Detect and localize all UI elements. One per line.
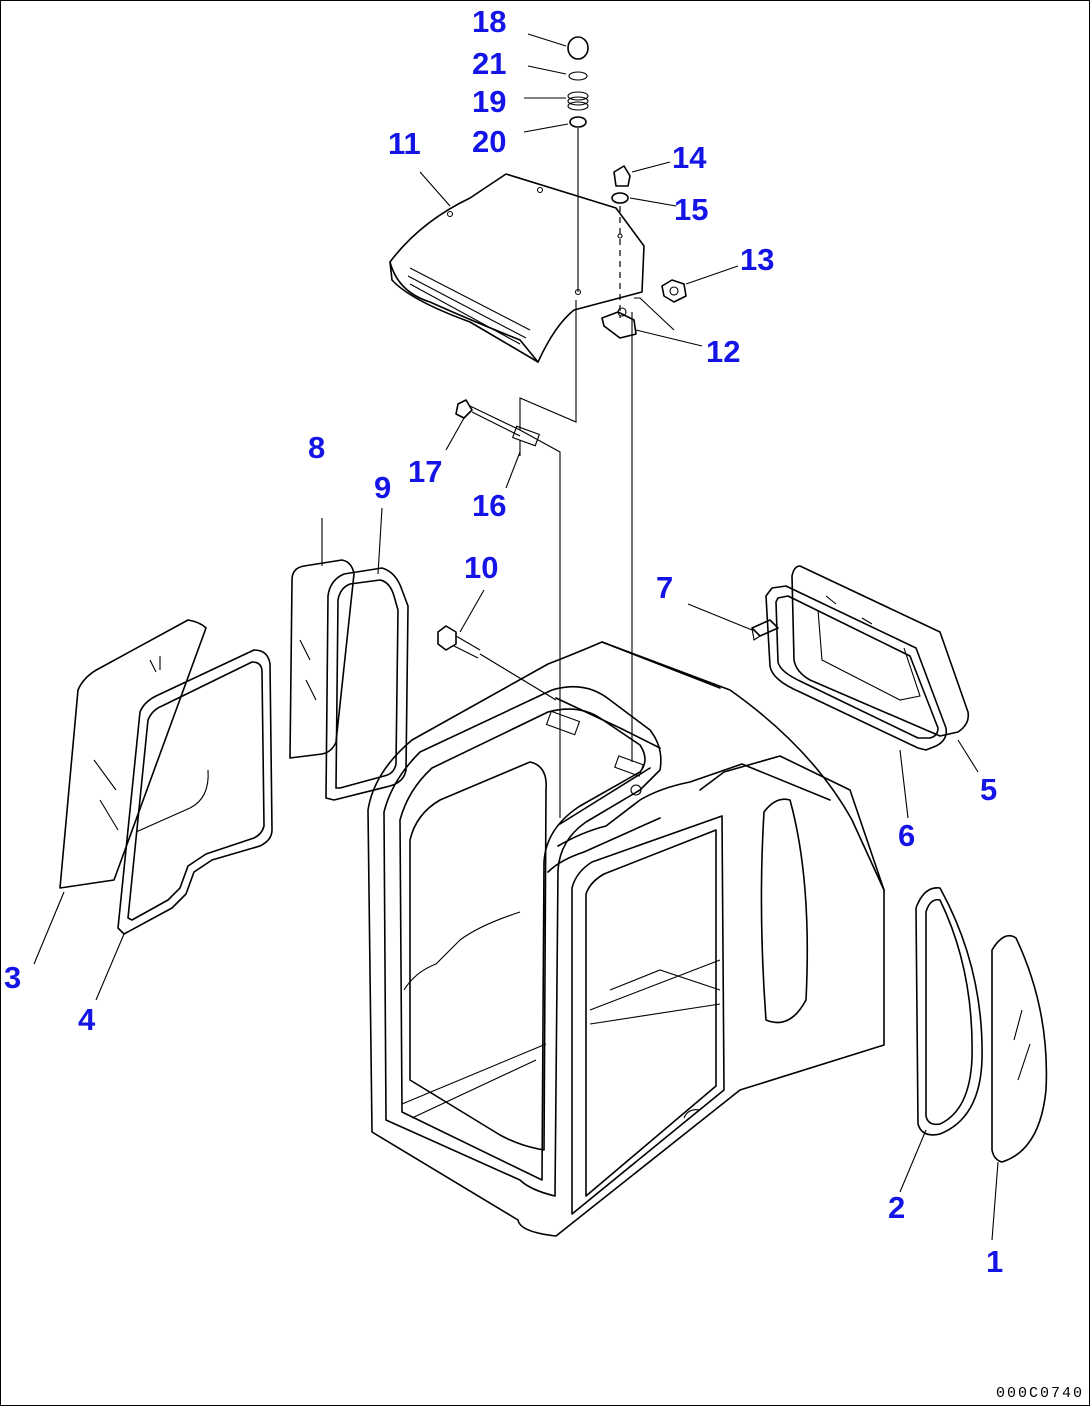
callout-15: 15 xyxy=(674,192,708,227)
callout-8: 8 xyxy=(308,430,325,465)
callout-19: 19 xyxy=(472,84,506,119)
rear-top-seal xyxy=(765,585,948,751)
callout-4: 4 xyxy=(78,1002,96,1037)
callout-10: 10 xyxy=(464,550,498,585)
callout-11: 11 xyxy=(388,126,421,161)
roof-hardware-stack xyxy=(519,36,589,818)
leader-lines xyxy=(33,33,999,1241)
small-side-seal xyxy=(325,567,409,801)
callout-16: 16 xyxy=(472,488,506,523)
lock-hardware xyxy=(601,165,687,762)
rear-side-glass xyxy=(991,934,1048,1163)
left-door-glass xyxy=(59,619,207,889)
pin-and-clip xyxy=(455,399,541,456)
bolt-10 xyxy=(437,625,557,701)
callout-17: 17 xyxy=(408,454,442,489)
rear-top-glass xyxy=(791,565,970,737)
callout-14: 14 xyxy=(672,140,707,175)
callout-18: 18 xyxy=(472,4,506,39)
roof-cover xyxy=(389,173,645,363)
small-side-glass xyxy=(289,559,355,759)
rear-side-seal xyxy=(915,887,983,1136)
callout-6: 6 xyxy=(898,818,915,853)
callout-12: 12 xyxy=(706,334,740,369)
callout-9: 9 xyxy=(374,470,391,505)
callout-5: 5 xyxy=(980,772,997,807)
window-latch xyxy=(751,619,779,641)
callout-20: 20 xyxy=(472,124,506,159)
drawing-code: 000C0740 xyxy=(995,1385,1084,1402)
callout-7: 7 xyxy=(656,570,673,605)
callout-3: 3 xyxy=(4,960,21,995)
callout-13: 13 xyxy=(740,242,774,277)
left-door-seal xyxy=(117,649,273,935)
callout-2: 2 xyxy=(888,1190,905,1225)
cab-frame xyxy=(367,641,885,1237)
callout-1: 1 xyxy=(986,1244,1003,1279)
callout-21: 21 xyxy=(472,46,506,81)
